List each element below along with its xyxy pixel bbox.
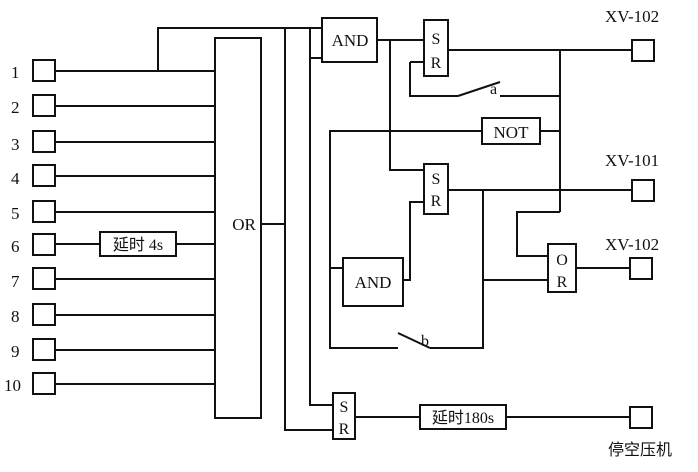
input-3: 3: [11, 130, 56, 154]
or-output-bus: [261, 27, 333, 431]
sr-mid-r: R: [431, 193, 442, 210]
input-label-10: 10: [4, 376, 21, 395]
wire-sr-mid-to-or-small: [482, 190, 548, 281]
input-9: 9: [11, 338, 56, 361]
input-terminal-5: [32, 200, 56, 223]
output-middle-label: XV-101: [605, 151, 659, 170]
output-top-terminal: [631, 39, 655, 62]
sr-bottom-block: S R: [332, 392, 356, 440]
main-or-box: [214, 37, 262, 419]
input-5: 5: [11, 200, 56, 223]
sr-mid-block: S R: [423, 163, 449, 215]
output-middle: XV-101: [605, 151, 659, 202]
input-terminal-10: [32, 372, 56, 395]
output-lower-label: XV-102: [605, 235, 659, 254]
input-2: 2: [11, 94, 56, 117]
sr-mid-s: S: [432, 171, 441, 188]
delay-4s-box: [99, 231, 177, 257]
output-bottom-label: 停空压机: [608, 441, 672, 459]
input-label-1: 1: [11, 63, 20, 82]
or-small-o: O: [556, 252, 568, 269]
delay-4s-label: 延时 4s: [113, 236, 163, 254]
sr-bottom-s: S: [340, 399, 349, 416]
wire-and-mid-to-sr-mid-r: [403, 201, 424, 281]
sr-top-box: [423, 19, 449, 77]
and-top-box: [321, 17, 378, 63]
sr-top-s: S: [432, 31, 441, 48]
and-mid-block: AND: [342, 257, 404, 307]
input-label-5: 5: [11, 204, 20, 223]
input-label-7: 7: [11, 272, 20, 291]
output-middle-terminal: [631, 179, 655, 202]
output-lower: XV-102: [605, 235, 659, 280]
wire-and-top-to-sr-mid-s: [389, 40, 424, 171]
switch-a-contact: [457, 81, 501, 97]
delay-4s-block: 延时 4s: [99, 231, 177, 257]
wire-switch-b-right: [430, 280, 484, 349]
output-top-label: XV-102: [605, 7, 659, 26]
input-10: 10: [4, 372, 56, 395]
input-terminal-7: [32, 267, 56, 290]
delay-180s-box: [419, 404, 507, 430]
switch-a-label: a: [490, 81, 497, 98]
and-mid-box: [342, 257, 404, 307]
switch-b-contact: [397, 332, 431, 349]
sr-top-r: R: [431, 55, 442, 72]
wire-feedback-to-or-small: [516, 211, 560, 257]
wire-input-1-to-and-top: [55, 27, 322, 72]
input-terminal-2: [32, 94, 56, 117]
sr-mid-box: [423, 163, 449, 215]
or-small-block: O R: [547, 243, 577, 293]
sr-top-block: S R: [423, 19, 449, 77]
and-top-block: AND: [321, 17, 378, 63]
and-mid-label: AND: [355, 273, 392, 292]
input-terminal-3: [32, 130, 56, 153]
switch-b-label: b: [421, 333, 429, 350]
input-4: 4: [11, 164, 56, 188]
not-label: NOT: [494, 123, 530, 142]
delay-180s-block: 延时180s: [419, 404, 507, 430]
wire-switch-a-left: [409, 62, 458, 97]
wire-bus-to-sr-bottom-s: [309, 28, 333, 406]
input-label-6: 6: [11, 237, 20, 256]
wire-not-to-and-mid: [329, 130, 482, 269]
middle-section-wires: [329, 189, 635, 349]
output-lower-terminal: [629, 257, 653, 280]
or-small-r: R: [557, 274, 568, 291]
input-6: 6: [11, 233, 56, 256]
main-or-label: OR: [232, 215, 256, 234]
sr-bottom-r: R: [339, 421, 350, 438]
input-wires: [55, 27, 322, 385]
input-terminal-1: [32, 59, 56, 82]
not-wires: [329, 130, 560, 269]
input-terminal-6: [32, 233, 56, 256]
output-bottom: 停空压机: [608, 406, 672, 459]
delay-180s-label: 延时180s: [432, 409, 494, 427]
wire-switch-b-left: [329, 268, 398, 349]
output-bottom-terminal: [629, 406, 653, 429]
output-top: XV-102: [605, 7, 659, 62]
wire-or-bus-vertical: [284, 28, 333, 431]
input-terminal-4: [32, 164, 56, 187]
input-label-8: 8: [11, 307, 20, 326]
input-8: 8: [11, 303, 56, 326]
not-block: NOT: [481, 117, 541, 145]
input-7: 7: [11, 267, 56, 291]
and-top-label: AND: [332, 31, 369, 50]
input-label-2: 2: [11, 98, 20, 117]
input-label-4: 4: [11, 169, 20, 188]
input-terminal-9: [32, 338, 56, 361]
input-label-3: 3: [11, 135, 20, 154]
input-label-9: 9: [11, 342, 20, 361]
input-terminal-8: [32, 303, 56, 326]
input-1: 1: [11, 59, 56, 82]
main-or-block: OR: [214, 37, 262, 419]
